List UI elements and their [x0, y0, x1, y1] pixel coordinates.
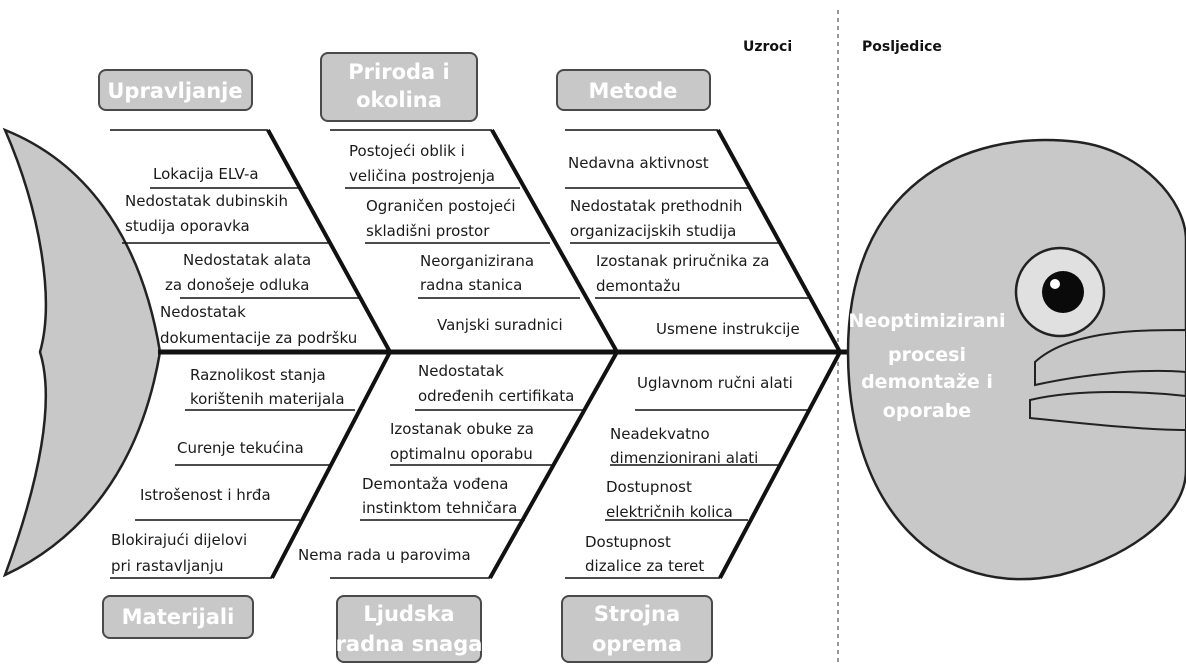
cause-text: Usmene instrukcije: [656, 320, 800, 338]
cause-text: Izostanak obuke za: [390, 420, 534, 438]
causes-priroda: Postojeći oblik i veličina postrojenja O…: [349, 142, 563, 334]
category-upravljanje: Upravljanje: [98, 69, 253, 111]
fish-head: [846, 138, 1186, 581]
fish-lower-lip: [1029, 391, 1186, 432]
cause-text: Lokacija ELV-a: [153, 165, 259, 183]
cause-text: Ograničen postojeći: [366, 197, 516, 215]
category-priroda-i-okolina: Priroda i okolina: [320, 52, 478, 122]
cause-text: Izostanak priručnika za: [596, 252, 769, 270]
effect-text: Neoptimizirani procesi demontaže i opora…: [848, 310, 1005, 422]
cause-text: Istrošenost i hrđa: [140, 486, 271, 504]
cause-text: studija oporavka: [125, 217, 250, 235]
category-metode: Metode: [556, 69, 711, 111]
cause-text: električnih kolica: [606, 503, 733, 521]
category-strojna-oprema: Strojna oprema: [561, 595, 713, 663]
cause-text: radna stanica: [420, 276, 522, 294]
svg-text:oporabe: oporabe: [883, 400, 971, 422]
svg-text:Ljudska: Ljudska: [363, 602, 454, 626]
svg-text:radna snaga: radna snaga: [336, 632, 483, 656]
cause-text: demontažu: [596, 277, 681, 295]
svg-text:Strojna: Strojna: [594, 602, 680, 626]
causes-header: Uzroci: [743, 39, 792, 55]
cause-text: organizacijskih studija: [570, 222, 736, 240]
causes-upravljanje: Lokacija ELV-a Nedostatak dubinskih stud…: [125, 165, 357, 347]
cause-text: dokumentacije za podršku: [160, 329, 357, 347]
cause-text: veličina postrojenja: [349, 167, 495, 185]
svg-text:Materijali: Materijali: [122, 605, 235, 629]
bone-upravljanje: [266, 129, 392, 353]
cause-text: Nedostatak: [160, 303, 246, 321]
cause-text: Nedostatak alata: [183, 251, 311, 269]
fish-pupil: [1042, 271, 1084, 313]
cause-text: Dostupnost: [606, 478, 692, 496]
causes-strojna: Uglavnom ručni alati Neadekvatno dimenzi…: [585, 374, 793, 575]
cause-text: Raznolikost stanja: [190, 366, 326, 384]
cause-text: dimenzionirani alati: [610, 449, 758, 467]
category-materijali: Materijali: [102, 595, 254, 639]
cause-text: Curenje tekućina: [177, 439, 304, 457]
bone-materijali: [270, 351, 392, 579]
svg-text:Upravljanje: Upravljanje: [107, 79, 242, 103]
svg-text:Priroda i: Priroda i: [348, 60, 449, 84]
cause-text: Demontaža vođena: [362, 475, 508, 493]
svg-text:Neoptimizirani: Neoptimizirani: [848, 310, 1005, 332]
svg-text:procesi: procesi: [888, 344, 966, 366]
causes-materijali: Raznolikost stanja korištenih materijala…: [111, 366, 345, 575]
bone-metode: [716, 129, 842, 353]
effects-header: Posljedice: [862, 39, 942, 55]
cause-text: Vanjski suradnici: [437, 316, 563, 334]
cause-text: Blokirajući dijelovi: [111, 531, 247, 549]
cause-text: određenih certifikata: [418, 387, 574, 405]
cause-text: za donošeje odluka: [165, 276, 309, 294]
svg-text:demontaže i: demontaže i: [861, 371, 993, 393]
cause-text: optimalnu oporabu: [390, 445, 533, 463]
fish-upper-lip: [1034, 328, 1186, 387]
bone-strojna: [718, 351, 842, 579]
cause-text: korištenih materijala: [190, 390, 345, 408]
causes-ljudska: Nedostatak određenih certifikata Izostan…: [298, 362, 574, 564]
cause-text: Dostupnost: [585, 533, 671, 551]
cause-text: Nedostatak prethodnih: [570, 197, 742, 215]
cause-text: Nedostatak dubinskih: [125, 192, 288, 210]
svg-text:oprema: oprema: [592, 632, 682, 656]
bone-priroda: [490, 129, 619, 353]
causes-metode: Nedavna aktivnost Nedostatak prethodnih …: [568, 154, 800, 338]
cause-text: Nedavna aktivnost: [568, 154, 709, 172]
cause-text: Postojeći oblik i: [349, 142, 465, 160]
cause-text: Neorganizirana: [420, 252, 534, 270]
cause-text: skladišni prostor: [366, 222, 490, 240]
fish-tail: [2, 127, 162, 578]
cause-text: dizalice za teret: [585, 557, 704, 575]
cause-text: Nema rada u parovima: [298, 546, 471, 564]
svg-text:okolina: okolina: [356, 88, 442, 112]
cause-text: Uglavnom ručni alati: [637, 374, 793, 392]
category-ljudska-radna-snaga: Ljudska radna snaga: [336, 595, 483, 663]
svg-text:Metode: Metode: [589, 79, 678, 103]
cause-text: instinktom tehničara: [362, 499, 517, 517]
cause-text: Neadekvatno: [610, 425, 710, 443]
cause-text: pri rastavljanju: [111, 557, 223, 575]
cause-text: Nedostatak: [418, 362, 504, 380]
